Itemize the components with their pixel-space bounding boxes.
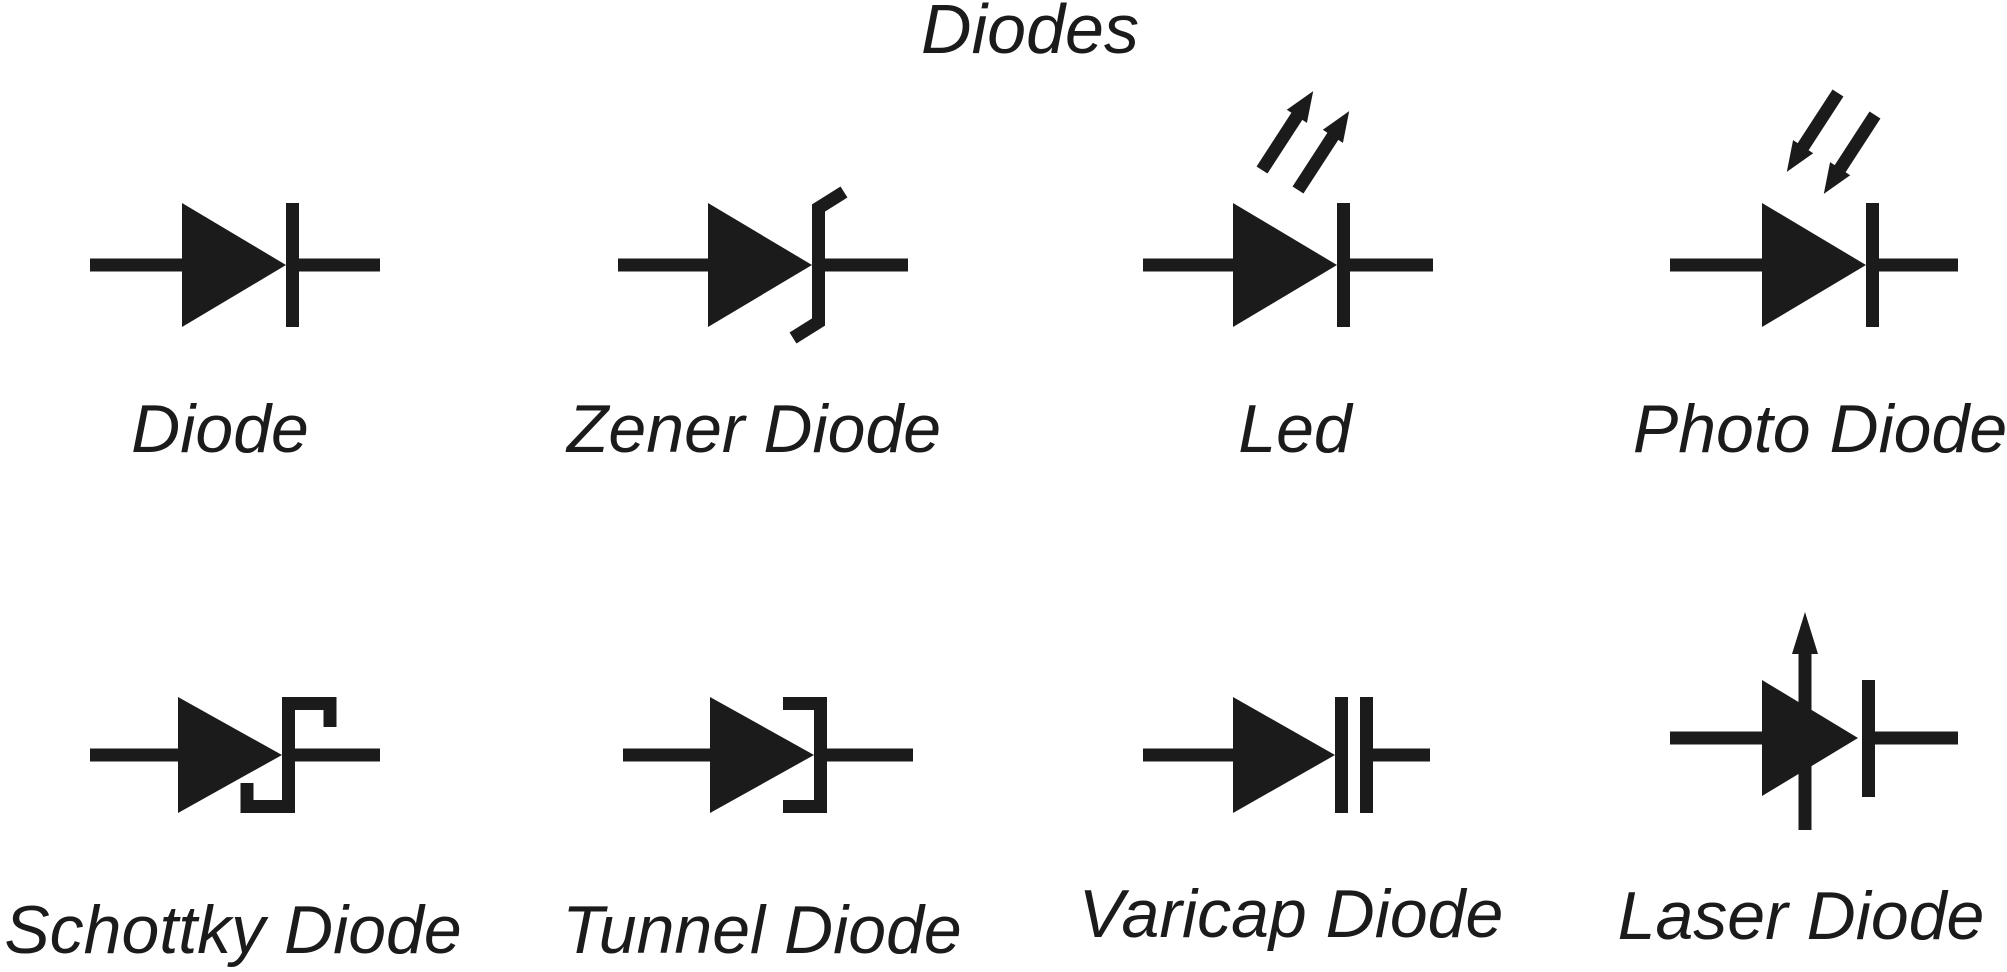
light-out-arrow-icon xyxy=(1292,111,1350,194)
varicap-diode-symbol-icon xyxy=(1143,697,1430,813)
tunnel-diode-symbol-icon xyxy=(623,697,913,813)
led-label: Led xyxy=(1238,391,1352,467)
light-in-arrow-icon xyxy=(1823,111,1881,194)
photo-diode-symbol-icon xyxy=(1670,89,1958,327)
tunnel-diode-label: Tunnel Diode xyxy=(562,892,962,968)
schottky-diode-label: Schottky Diode xyxy=(4,892,462,968)
diode-symbol-icon xyxy=(90,203,380,327)
laser-diode-label: Laser Diode xyxy=(1617,878,1985,954)
light-in-arrow-icon xyxy=(1786,89,1844,172)
led-symbol-icon xyxy=(1143,91,1433,327)
laser-diode-symbol-icon xyxy=(1670,612,1958,830)
diagram-title: Diodes xyxy=(921,0,1139,68)
light-out-arrow-icon xyxy=(1256,91,1314,174)
zener-diode-label: Zener Diode xyxy=(566,391,942,467)
schottky-diode-symbol-icon xyxy=(90,697,380,813)
zener-diode-symbol-icon xyxy=(618,186,908,344)
varicap-diode-label: Varicap Diode xyxy=(1078,876,1504,952)
photo-diode-label: Photo Diode xyxy=(1632,391,2007,467)
diode-label: Diode xyxy=(131,391,309,467)
